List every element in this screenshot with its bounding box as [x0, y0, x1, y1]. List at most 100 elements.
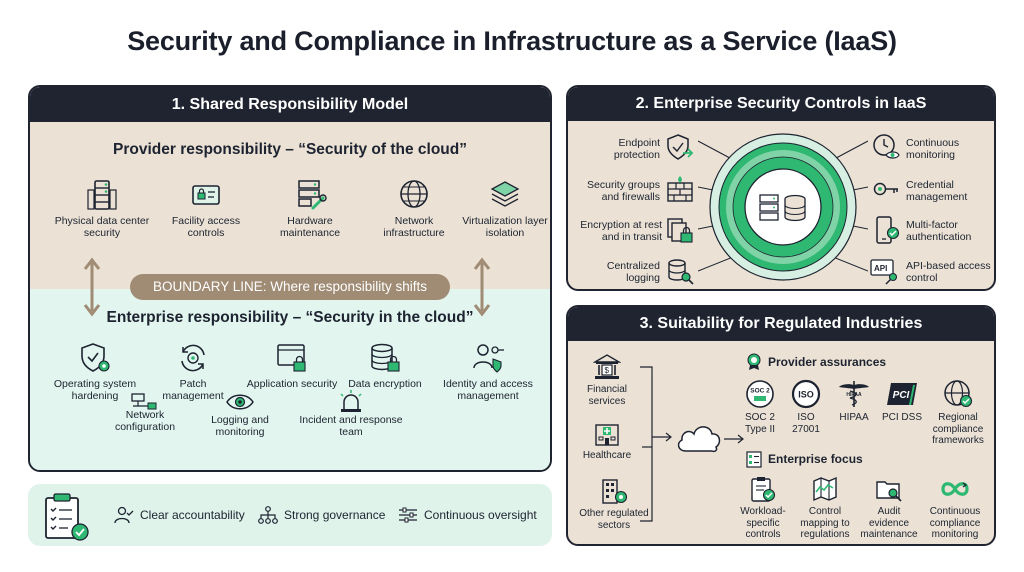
- focus-label: Audit evidence maintenance: [860, 506, 918, 540]
- provider-item-label: Facility access controls: [171, 215, 241, 239]
- enterprise-item-label: Application security: [246, 378, 338, 390]
- cert-item: PCI PCI DSS: [878, 379, 926, 424]
- arrow-right-icon: [724, 434, 744, 444]
- shield-arrow-icon: [667, 134, 694, 160]
- svg-text:ISO: ISO: [798, 390, 814, 400]
- shield-gear-icon: [81, 343, 110, 372]
- enterprise-focus-heading: Enterprise focus: [746, 450, 863, 468]
- enterprise-item-label: Incident and response team: [299, 414, 403, 438]
- enterprise-item: Application security: [244, 341, 340, 390]
- provider-item: Physical data center security: [52, 178, 152, 239]
- industry-item: $ Financial services: [574, 353, 640, 407]
- hospital-icon: [595, 424, 619, 446]
- provider-zone: Provider responsibility – “Security of t…: [30, 122, 550, 289]
- focus-label: Workload-specific controls: [740, 506, 786, 540]
- double-arrow-icon: [473, 257, 491, 317]
- strip-item-label: Strong governance: [284, 508, 386, 522]
- network-icon: [131, 393, 157, 410]
- clipboard-check-icon: [751, 477, 776, 502]
- provider-assurances-heading: Provider assurances: [746, 353, 886, 371]
- security-hub-diagram: [698, 133, 868, 281]
- enterprise-item-label: Identity and access management: [443, 378, 533, 402]
- strip-item-label: Continuous oversight: [424, 508, 537, 522]
- layers-icon: [490, 181, 520, 207]
- server-wrench-icon: [298, 180, 327, 210]
- strip-item: Strong governance: [258, 506, 385, 524]
- industry-label: Financial services: [586, 384, 628, 407]
- control-label: Encryption at rest and in transit: [580, 219, 662, 243]
- cert-label: Regional compliance frameworks: [932, 412, 984, 446]
- cert-item: HIPAA HIPAA: [830, 379, 878, 424]
- building-gear-icon: [602, 479, 628, 504]
- globe-icon: [400, 180, 428, 208]
- control-label: Endpoint protection: [613, 137, 660, 161]
- provider-item-label: Hardware maintenance: [279, 215, 341, 239]
- cloud-icon: [677, 426, 721, 453]
- enterprise-item: Operating system hardening: [42, 341, 148, 402]
- enterprise-item-label: Network configuration: [114, 409, 176, 433]
- lock-files-icon: [667, 218, 693, 243]
- cert-label: HIPAA: [839, 412, 869, 423]
- key-icon: [873, 182, 898, 196]
- person-check-icon: [114, 506, 134, 524]
- regulated-industries-panel: 3. Suitability for Regulated Industries …: [566, 305, 996, 546]
- focus-item: Control mapping to regulations: [794, 475, 856, 541]
- panel-heading: 1. Shared Responsibility Model: [30, 87, 550, 122]
- provider-item-label: Physical data center security: [54, 215, 150, 239]
- enterprise-item: Patch management: [148, 341, 238, 402]
- firewall-icon: [667, 176, 693, 202]
- cert-item: SOC 2 SOC 2 Type II: [738, 379, 782, 435]
- enterprise-item: Incident and response team: [296, 389, 406, 438]
- infinity-icon: [941, 482, 969, 496]
- control-label: Multi-factor authentication: [906, 219, 972, 243]
- sliders-icon: [399, 507, 417, 523]
- page-title: Security and Compliance in Infrastructur…: [127, 26, 897, 56]
- enterprise-item: Data encryption: [340, 341, 430, 390]
- panel-heading: 3. Suitability for Regulated Industries: [568, 307, 994, 341]
- principles-strip: Clear accountability Strong governance C…: [28, 484, 552, 546]
- industry-label: Healthcare: [582, 450, 632, 461]
- provider-item: Network infrastructure: [364, 178, 464, 239]
- medal-icon: [747, 353, 761, 370]
- checklist-icon: [746, 451, 762, 468]
- enterprise-focus-label: Enterprise focus: [768, 452, 863, 466]
- eye-icon: [226, 394, 254, 410]
- cert-item: ISO ISO 27001: [784, 379, 828, 435]
- control-label: Continuous monitoring: [906, 137, 960, 161]
- focus-label: Control mapping to regulations: [800, 506, 850, 540]
- control-label: Centralized logging: [606, 260, 660, 284]
- cert-item: Regional compliance frameworks: [924, 379, 992, 447]
- refresh-gear-icon: [181, 344, 205, 372]
- soc2-badge-icon: SOC 2: [746, 380, 774, 408]
- map-icon: [813, 476, 837, 502]
- focus-item: Workload-specific controls: [734, 475, 792, 541]
- focus-item: Continuous compliance monitoring: [922, 475, 988, 541]
- provider-item-label: Virtualization layer isolation: [462, 215, 548, 239]
- folder-search-icon: [876, 481, 902, 502]
- user-key-icon: [473, 344, 504, 373]
- database-search-icon: [668, 259, 694, 285]
- pci-badge-icon: PCI: [887, 383, 917, 405]
- provider-assurances-label: Provider assurances: [768, 355, 887, 369]
- cert-label: PCI DSS: [881, 412, 922, 423]
- enterprise-item-label: Patch management: [162, 378, 224, 402]
- strip-item: Continuous oversight: [398, 506, 537, 524]
- bank-icon: $: [593, 354, 621, 379]
- enterprise-title: Enterprise responsibility – “Security in…: [106, 309, 474, 326]
- database-lock-icon: [371, 343, 400, 372]
- window-lock-icon: [277, 344, 306, 372]
- phone-check-icon: [876, 216, 900, 244]
- iso-badge-icon: ISO: [791, 379, 821, 409]
- server-rack-icon: [87, 180, 117, 210]
- enterprise-item-label: Logging and monitoring: [211, 414, 269, 438]
- svg-text:$: $: [605, 366, 610, 375]
- security-controls-panel: 2. Enterprise Security Controls in IaaS …: [566, 85, 996, 291]
- provider-item-label: Network infrastructure: [383, 215, 445, 239]
- clipboard-check-icon: [45, 493, 89, 541]
- strip-item-label: Clear accountability: [140, 508, 245, 522]
- hierarchy-icon: [258, 506, 278, 524]
- enterprise-item: Logging and monitoring: [202, 391, 278, 438]
- provider-item: Facility access controls: [156, 178, 256, 239]
- badge-lock-icon: [192, 185, 220, 205]
- globe-check-icon: [944, 380, 973, 408]
